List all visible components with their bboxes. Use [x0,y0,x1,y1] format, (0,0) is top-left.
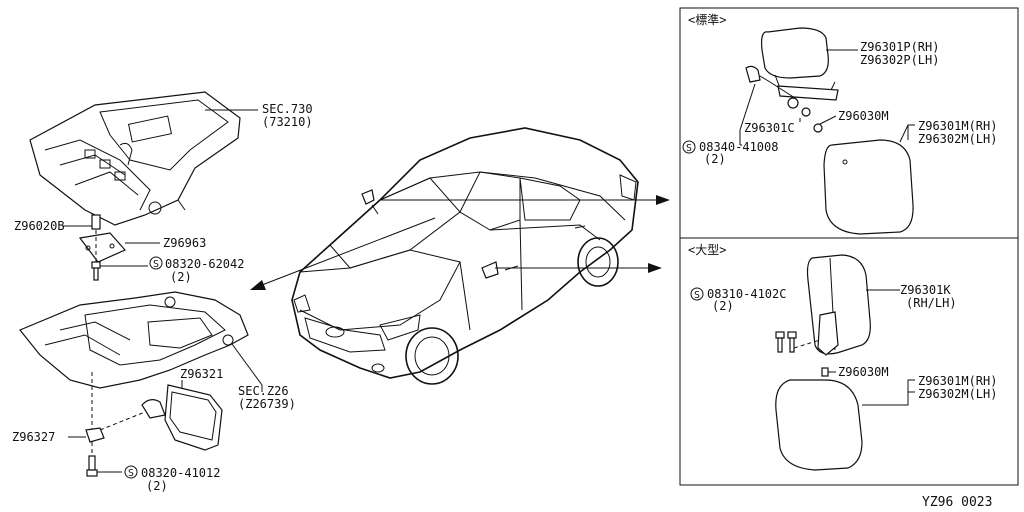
label-z96302p: Z96302P(LH) [860,53,939,67]
label-z96301p: Z96301P(RH) [860,40,939,54]
s-symbol-large: S [694,290,700,301]
s-symbol-icon-2 [124,465,138,479]
arrow-right-icon [648,263,662,273]
s-symbol-icon [149,256,163,270]
diagram-code: YZ96 0023 [922,495,992,510]
label-bolt1-qty: (2) [170,270,192,284]
arrow-left-icon [250,280,266,290]
label-sec730-code: (73210) [262,115,313,129]
label-bolt-std-qty: (2) [704,152,726,166]
standard-small-parts [739,65,837,146]
s-symbol-left-2: S [128,468,134,479]
s-symbol-icon-large [690,287,704,301]
label-sec226: SEC.Z26 [238,384,289,398]
label-sec730: SEC.730 [262,102,313,116]
callout-arrows [250,195,670,290]
label-bolt-large-qty: (2) [712,299,734,313]
label-bolt-08320-62042: 08320-62042 [165,257,244,271]
label-z96302m-std: Z96302M(LH) [918,132,997,146]
upper-tray-illustration [29,91,258,226]
large-bolts [775,331,836,377]
z96327-bracket [68,372,146,443]
s-symbol-icon-std [682,140,696,154]
standard-box-title: <標準> [688,12,726,27]
label-z96321: Z96321 [180,367,223,381]
z96963-bracket [78,232,160,263]
label-z96020b: Z96020B [14,219,65,233]
z96020b-clip [62,214,101,230]
label-bolt2-qty: (2) [146,479,168,493]
large-mirror-cover [775,379,915,471]
label-z96030m-large: Z96030M [838,365,889,379]
standard-mirror-cover [823,124,915,235]
large-box-title: <大型> [688,243,726,257]
inset-frame [679,7,1019,486]
label-z96963: Z96963 [163,236,206,250]
label-z96030m-std: Z96030M [838,109,889,123]
z96321-mirror [141,380,223,451]
arrow-right-icon [656,195,670,205]
bolt-08320-62042 [91,230,148,281]
label-z96301m-std: Z96301M(RH) [918,119,997,133]
s-symbol-std: S [686,143,692,154]
lower-tray-illustration [19,291,263,392]
label-z96327: Z96327 [12,430,55,444]
large-mirror-body [806,254,900,356]
label-z96301c: Z96301C [744,121,795,135]
standard-headrest [761,27,858,101]
car-illustration [291,127,639,385]
s-symbol-left-1: S [153,259,159,270]
label-bolt-08320-41012: 08320-41012 [141,466,220,480]
bolt-08320-41012 [86,442,122,477]
label-sec226-code: (Z26739) [238,397,296,411]
label-z96302m-large: Z96302M(LH) [918,387,997,401]
label-bolt-08310-4102c: 08310-4102C [707,287,786,301]
label-bolt-08340-41008: 08340-41008 [699,140,778,154]
label-z96301k-side: (RH/LH) [906,296,957,310]
label-z96301m-large: Z96301M(RH) [918,374,997,388]
label-z96301k: Z96301K [900,283,951,297]
